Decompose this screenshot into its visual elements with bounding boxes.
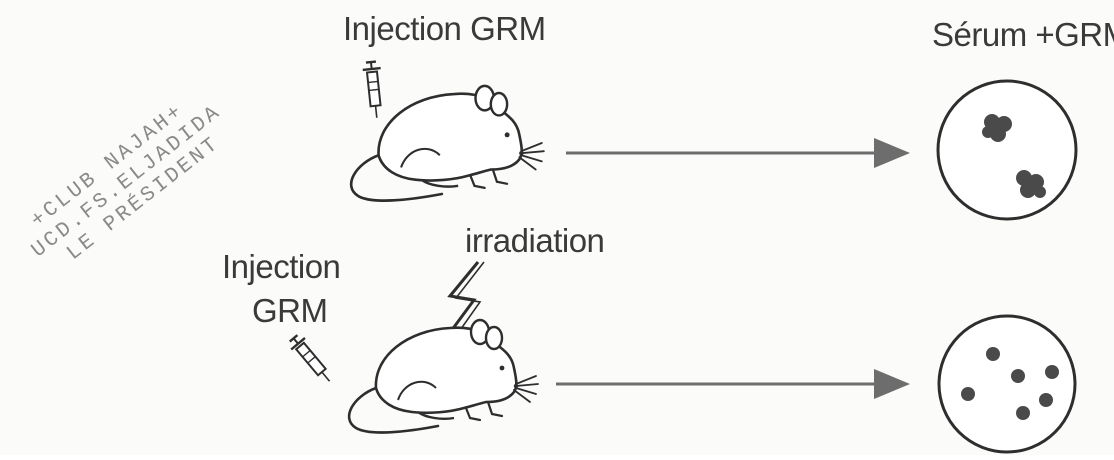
- top-arrow: [566, 138, 910, 168]
- serum-label: Sérum +GRM: [932, 16, 1114, 54]
- bottom-injection-label-line1: Injection: [222, 248, 340, 286]
- top-injection-label: Injection GRM: [343, 10, 546, 48]
- bottom-syringe-icon: [287, 333, 337, 387]
- irradiation-label: irradiation: [465, 222, 604, 260]
- stamp-line-2: UCD.FS.ELJADIDA: [28, 101, 227, 263]
- top-syringe-icon: [362, 61, 386, 119]
- bottom-petri-dish-icon: [939, 316, 1075, 452]
- bottom-arrow: [556, 369, 910, 399]
- bottom-injection-label-line2: GRM: [252, 292, 328, 330]
- top-petri-dish-icon: [938, 81, 1076, 219]
- stamp: +CLUB NAJAH+ UCD.FS.ELJADIDA LE PRÉSIDEN…: [13, 82, 241, 282]
- bottom-mouse-icon: [349, 320, 538, 432]
